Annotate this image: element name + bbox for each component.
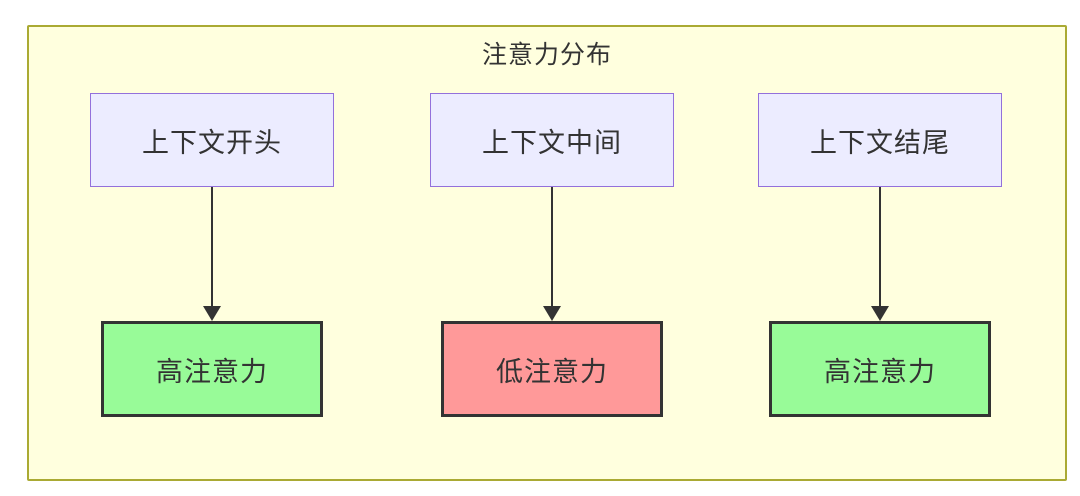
arrowhead-icon — [543, 306, 561, 321]
arrow-down-icon — [543, 187, 561, 321]
node-context-start: 上下文开头 — [90, 93, 334, 187]
flow-column-context-end: 上下文结尾 高注意力 — [758, 93, 1002, 417]
flow-column-context-middle: 上下文中间 低注意力 — [430, 93, 674, 417]
node-context-middle: 上下文中间 — [430, 93, 674, 187]
node-high-attention-right: 高注意力 — [769, 321, 991, 417]
node-low-attention: 低注意力 — [441, 321, 663, 417]
arrow-down-icon — [871, 187, 889, 321]
arrow-shaft — [878, 187, 882, 306]
flow-column-context-start: 上下文开头 高注意力 — [90, 93, 334, 417]
arrowhead-icon — [203, 306, 221, 321]
node-context-end: 上下文结尾 — [758, 93, 1002, 187]
arrow-shaft — [550, 187, 554, 306]
arrow-down-icon — [203, 187, 221, 321]
arrowhead-icon — [871, 306, 889, 321]
arrow-shaft — [210, 187, 214, 306]
node-high-attention-left: 高注意力 — [101, 321, 323, 417]
diagram-title: 注意力分布 — [481, 41, 612, 69]
